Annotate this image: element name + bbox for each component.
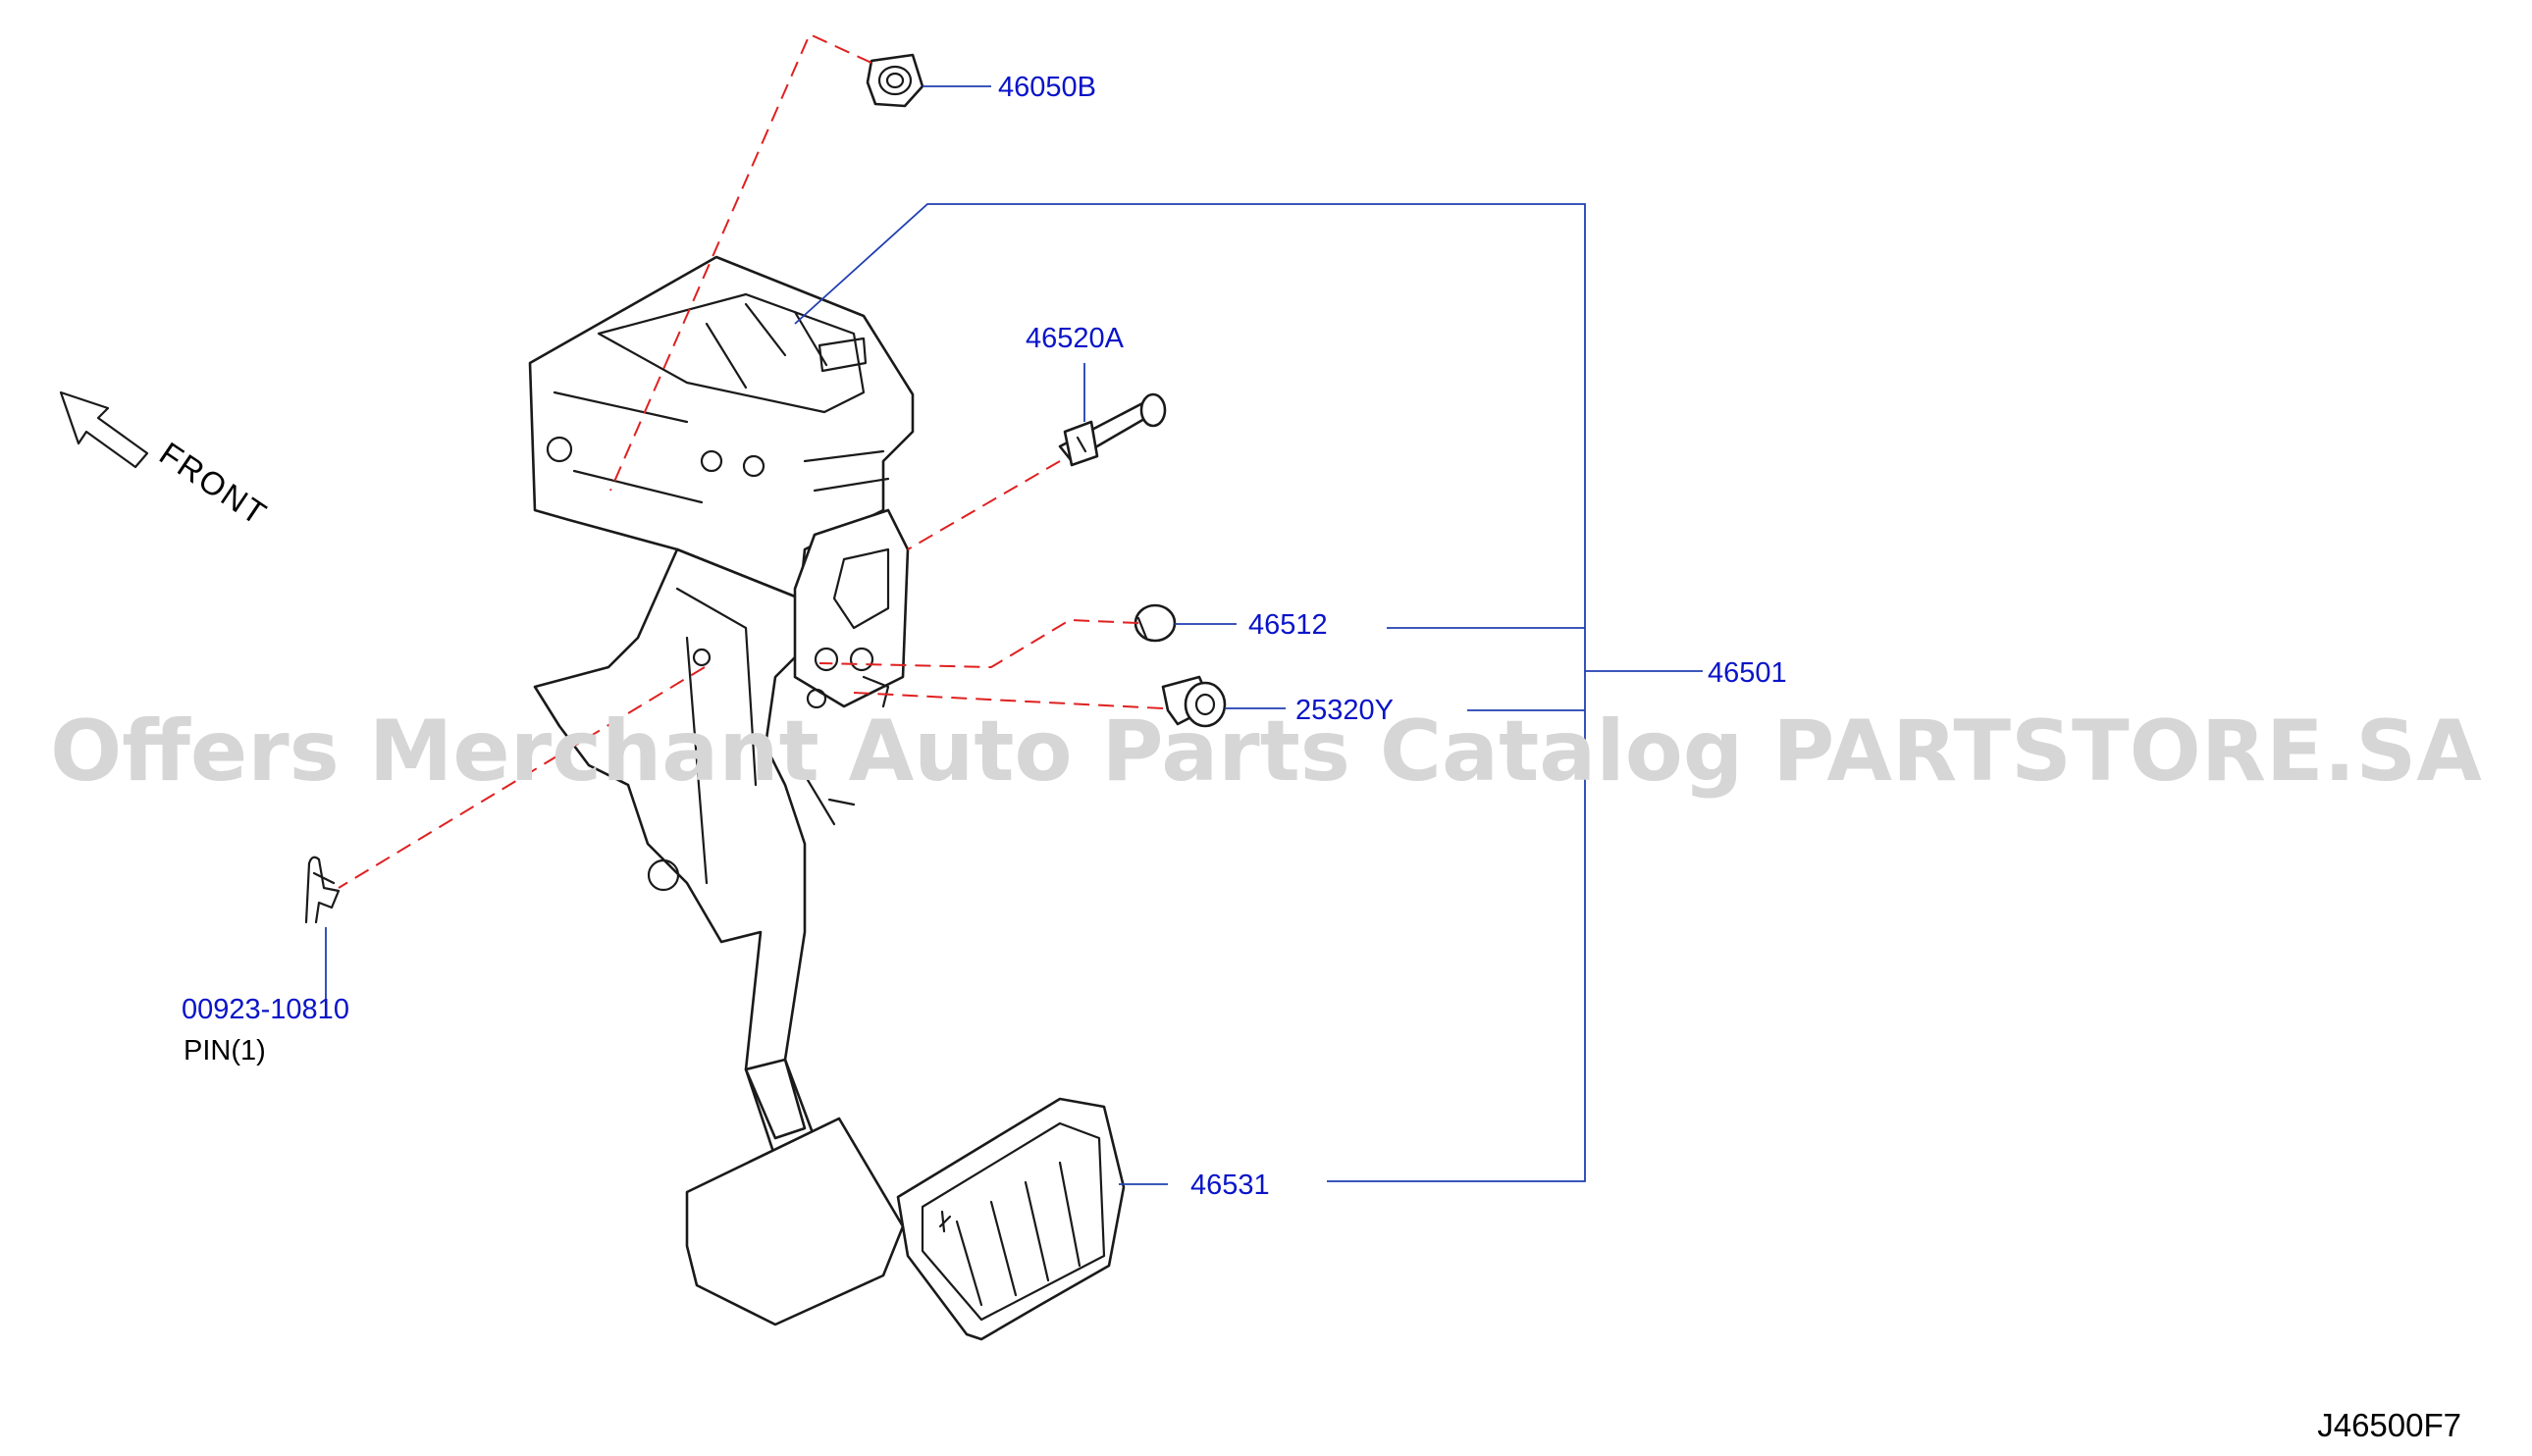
callout-assembly: 46501 [1708,657,1787,689]
snap-pin-part [304,856,341,924]
watermark: Offers Merchant Auto Parts Catalog PARTS… [50,702,2482,801]
front-indicator: FRONT [59,390,274,533]
callout-labels: 46050B 46520A 46512 25320Y 46501 46531 0… [182,72,1787,1201]
assembly-dashed-lines [338,32,1164,889]
pivot-pin-part [1058,392,1167,467]
front-direction-arrow-icon [59,390,149,469]
callout-nut: 46050B [998,72,1096,103]
pedal-lower-arm [685,1058,905,1326]
pedal-pad [896,1097,1126,1341]
callout-switch-clip: 25320Y [1295,695,1394,726]
pedal-bracket [528,255,915,600]
leader-lines [325,85,1703,1185]
callout-pedal-pad: 46531 [1190,1170,1270,1201]
stopper-part [1134,603,1177,643]
nut-part [866,53,924,108]
front-label: FRONT [153,435,274,533]
switch-clip-part [1161,675,1227,728]
diagram-code: J46500F7 [2317,1407,2461,1443]
callout-stopper: 46512 [1248,609,1328,641]
callout-pivot-pin: 46520A [1026,323,1125,354]
callout-snap-pin: 00923-10810 [182,994,349,1025]
pedal-arm [533,508,910,1160]
pin-note: PIN(1) [184,1035,266,1066]
